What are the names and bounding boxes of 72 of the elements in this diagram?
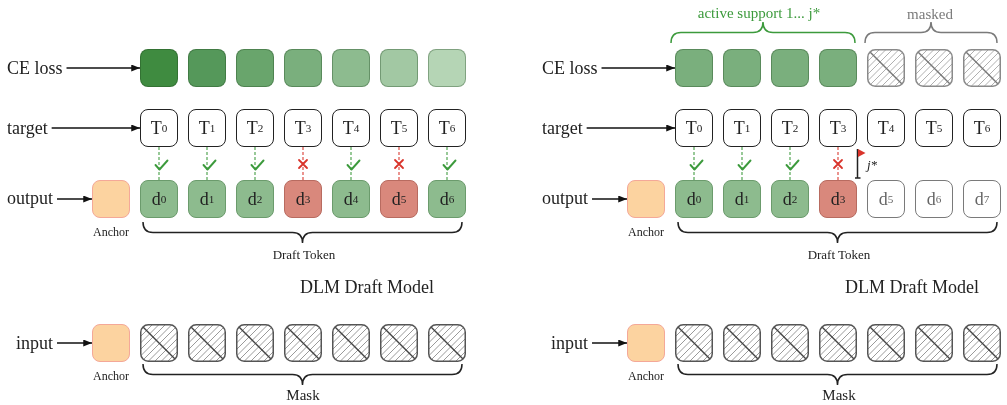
mask-token-box [284, 324, 322, 362]
arrow [65, 64, 141, 72]
dashed-connector [837, 146, 839, 181]
masked-loss-box [915, 49, 953, 87]
masked-loss-box [963, 49, 1001, 87]
loss-box [771, 49, 809, 87]
brace-caption: Mask [822, 387, 856, 403]
mask-token-box [963, 324, 1001, 362]
mask-token-box [723, 324, 761, 362]
dashed-connector [206, 146, 208, 181]
loss-box [332, 49, 370, 87]
box-caption: Anchor [93, 226, 129, 238]
anchor-box [92, 324, 130, 362]
row-label: target [7, 119, 48, 137]
loss-box [380, 49, 418, 87]
dashed-connector [302, 146, 304, 181]
loss-box [284, 49, 322, 87]
loss-box [188, 49, 226, 87]
loss-box [819, 49, 857, 87]
brace-caption: Mask [286, 387, 320, 403]
box-caption: Anchor [93, 370, 129, 382]
dashed-connector [741, 146, 743, 181]
row-label: output [7, 189, 53, 207]
arrow [56, 339, 93, 347]
marker-label: j* [867, 157, 878, 171]
mask-token-box [428, 324, 466, 362]
row-label: input [16, 334, 53, 352]
group-caption: masked [907, 6, 953, 22]
mask-token-box [819, 324, 857, 362]
mask-token-box [867, 324, 905, 362]
brace-caption: Draft Token [807, 247, 871, 261]
masked-loss-box [867, 49, 905, 87]
row-label: target [542, 119, 583, 137]
group-caption: active support 1... j* [697, 5, 821, 21]
arrow [591, 339, 628, 347]
row-label: input [551, 334, 588, 352]
brace-caption: Draft Token [272, 247, 336, 261]
anchor-box [627, 180, 665, 218]
loss-box [236, 49, 274, 87]
loss-box [428, 49, 466, 87]
anchor-box [627, 324, 665, 362]
dashed-connector [693, 146, 695, 181]
mask-token-box [771, 324, 809, 362]
mask-token-box [915, 324, 953, 362]
row-label: CE loss [7, 59, 63, 77]
dashed-connector [398, 146, 400, 181]
anchor-box [92, 180, 130, 218]
arrow [50, 124, 141, 132]
box-caption: Anchor [628, 370, 664, 382]
dashed-connector [446, 146, 448, 181]
loss-box [675, 49, 713, 87]
loss-box [140, 49, 178, 87]
row-label: output [542, 189, 588, 207]
arrow [585, 124, 676, 132]
mask-token-box [188, 324, 226, 362]
box-caption: Anchor [628, 226, 664, 238]
model-caption: DLM Draft Model [300, 278, 434, 296]
mask-token-box [332, 324, 370, 362]
row-label: CE loss [542, 59, 598, 77]
loss-box [723, 49, 761, 87]
model-caption: DLM Draft Model [845, 278, 979, 296]
dashed-connector [254, 146, 256, 181]
dashed-connector [158, 146, 160, 181]
arrow [600, 64, 676, 72]
mask-token-box [236, 324, 274, 362]
arrow [591, 195, 628, 203]
dashed-connector [350, 146, 352, 181]
mask-token-box [380, 324, 418, 362]
dashed-connector [789, 146, 791, 181]
arrow [56, 195, 93, 203]
mask-token-box [675, 324, 713, 362]
mask-token-box [140, 324, 178, 362]
